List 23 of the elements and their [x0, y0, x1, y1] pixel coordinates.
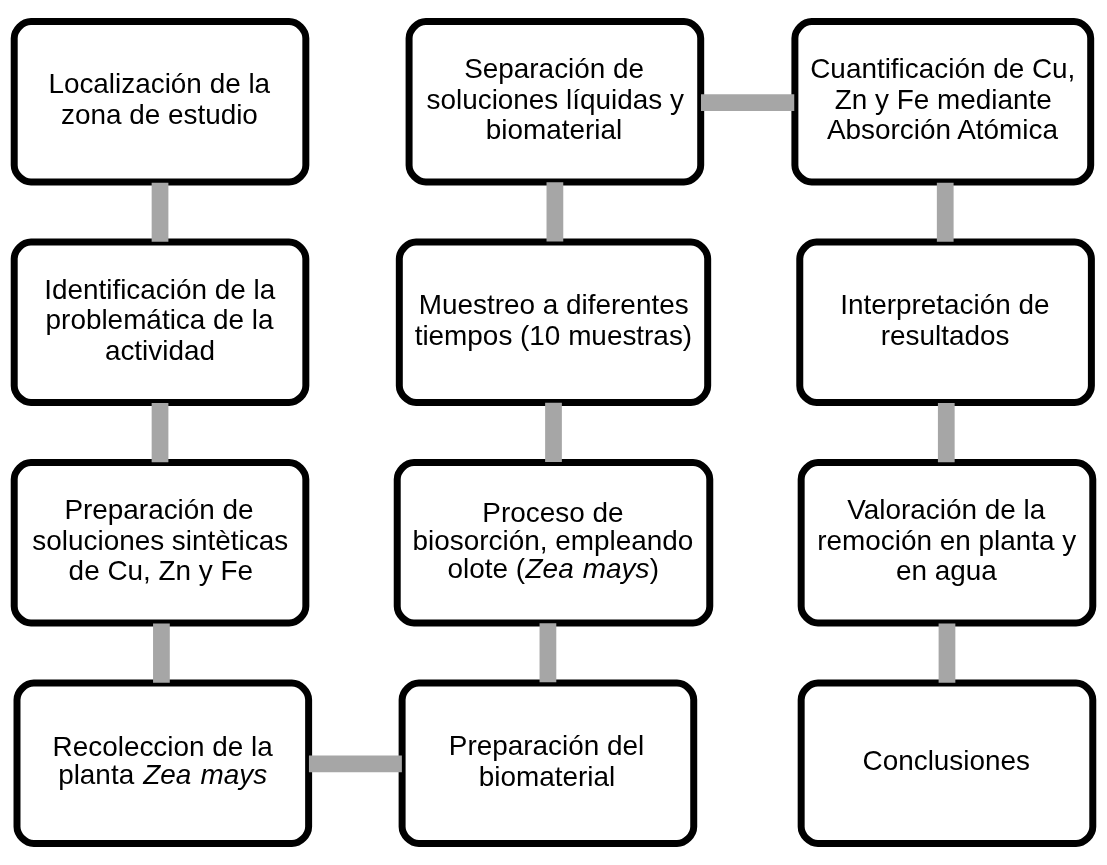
- node-box: Cuantificación de Cu, Zn y Fe mediante Absorción Atómica: [791, 18, 1095, 186]
- connector: [701, 94, 795, 111]
- node-box: Interpretación de resultados: [796, 238, 1095, 406]
- node-box: Muestreo a diferentes tiempos (10 muestras): [395, 238, 712, 406]
- node-box: Conclusiones: [797, 679, 1097, 847]
- connector: [539, 623, 557, 683]
- connector: [546, 182, 564, 242]
- node-box: Localización de la zona de estudio: [10, 18, 310, 186]
- node-box: Identificación de la problemática de la actividad: [10, 238, 310, 406]
- connector: [936, 182, 954, 242]
- node-box: Valoración de la remoción en planta y en agua: [797, 459, 1097, 627]
- connector: [937, 403, 955, 463]
- node-box: Preparación del biomaterial: [398, 679, 698, 847]
- node-box: Proceso de biosorción, empleando olote (Zea mays): [393, 459, 714, 627]
- node-box: Preparación de soluciones sintèticas de Cu, Zn y Fe: [10, 459, 310, 627]
- node-box: Recoleccion de la planta Zea mays: [13, 679, 313, 847]
- connector: [308, 755, 402, 773]
- node-box: Separación de soluciones líquidas y biomaterial: [405, 18, 705, 186]
- connector: [151, 182, 169, 242]
- connector: [153, 623, 170, 683]
- connector: [938, 623, 956, 683]
- connector: [545, 402, 562, 462]
- connector: [151, 403, 169, 463]
